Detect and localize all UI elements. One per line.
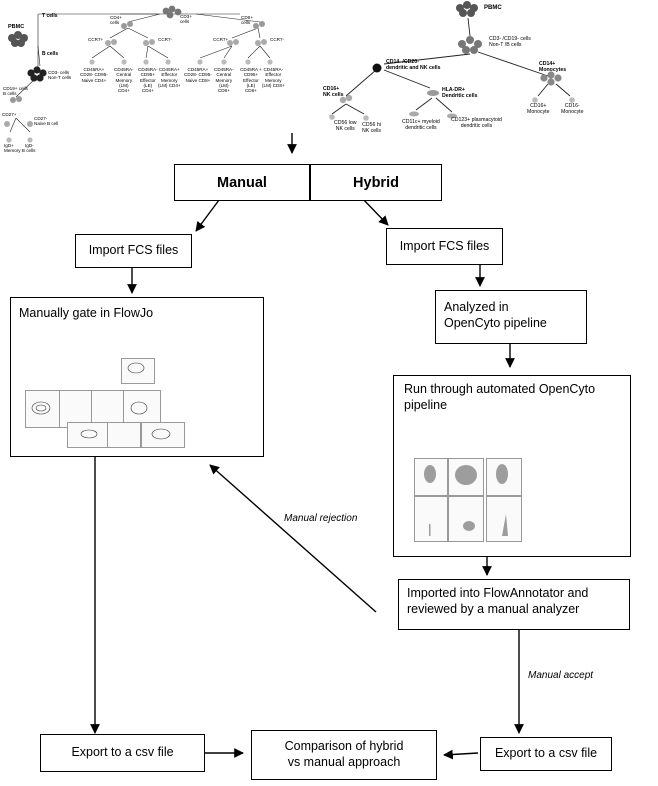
tree-cd4-central: CD45RA- Central Memory (LM) CD4+ xyxy=(114,67,134,94)
import-fcs-right-box: Import FCS files xyxy=(386,228,503,265)
tree-ccr7neg-cd8: CCR7- xyxy=(270,37,285,42)
tree-cd3-non-t: CD3- cells Non-T cells xyxy=(48,70,72,81)
tree-cd4-naive: CD45RA+ CD28- CD95- Naive CD4+ xyxy=(80,67,108,83)
tree-igd-memory: IgD+ Memory B cells xyxy=(4,143,36,154)
tree-right-lines xyxy=(331,17,571,115)
comparison-box: Comparison of hybrid vs manual approach xyxy=(251,730,437,780)
manually-gate-box: Manually gate in FlowJo xyxy=(10,297,264,457)
hybrid-box: Hybrid xyxy=(310,164,442,201)
tree-pbmc-right: PBMC xyxy=(484,5,502,11)
flowjo-plot xyxy=(141,422,185,448)
arrow-export-right-comparison xyxy=(443,749,479,760)
opencyto-plot xyxy=(448,496,484,542)
flowjo-plot xyxy=(91,390,125,428)
opencyto-plot xyxy=(448,458,484,496)
tree-hla-dr: HLA-DR+ Dendritic cells xyxy=(442,87,478,99)
tree-cd8-effmem: CD45RA- Effector Memory (LM) CD8+ xyxy=(262,67,285,88)
tree-pbmc-left: PBMC xyxy=(8,24,25,30)
tree-cd16-nk: CD16+ NK cells xyxy=(323,86,344,98)
import-fcs-left-box: Import FCS files xyxy=(75,234,192,268)
tree-igd-neg: IgD- xyxy=(25,143,34,148)
tree-cd4: CD4+ cells xyxy=(110,15,122,26)
flowjo-plot xyxy=(121,358,155,384)
tree-cd56-hi: CD56 hi NK cells xyxy=(362,122,382,134)
tree-cd8-central: CD45RA- Central Memory (LM) CD8+ xyxy=(214,67,234,94)
tree-cd8-naive: CD45RA+ CD28- CD95- Naive CD8+ xyxy=(184,67,212,83)
tree-cd8: CD8+ cells xyxy=(241,15,253,26)
flowjo-density xyxy=(31,362,171,440)
tree-ccr7neg-cd4: CCR7- xyxy=(158,37,173,42)
export-csv-right-box: Export to a csv file xyxy=(480,737,612,771)
manual-accept-label: Manual accept xyxy=(528,670,594,681)
analyzed-box: Analyzed in OpenCyto pipeline xyxy=(435,290,587,344)
tree-ccr7pos-cd4: CCR7+ xyxy=(88,37,104,42)
tree-cd8-effector: CD45RA + CD95+ Effector (LE) CD8+ xyxy=(240,67,262,94)
tree-cd16-mono-neg: CD16- Monocyte xyxy=(561,103,584,115)
manual-rejection-label: Manual rejection xyxy=(284,513,358,524)
run-through-label: Run through automated OpenCyto pipeline xyxy=(404,382,596,412)
manually-gate-label: Manually gate in FlowJo xyxy=(19,306,154,320)
flowjo-plot xyxy=(123,390,161,428)
cell-clusters xyxy=(4,1,575,143)
tree-cd27pos: CD27+ xyxy=(2,112,17,117)
tree-left-lines xyxy=(9,13,271,133)
imported-into-box: Imported into FlowAnnotator and reviewed… xyxy=(398,579,630,630)
tree-cd4-effmem: CD45RA+ Effector Memory (LM) CD4+ xyxy=(158,67,181,88)
tree-cd123: CD123+ plasmacytoid dendritic cells xyxy=(451,117,502,129)
opencyto-density xyxy=(424,464,508,536)
arrow-manual-import xyxy=(195,195,223,232)
opencyto-plot xyxy=(414,496,448,542)
run-through-box: Run through automated OpenCyto pipeline xyxy=(393,375,631,557)
tree-cd56-low: CD56 low NK cells xyxy=(334,120,357,132)
tree-cd11c: CD11c+ myeloid dendritic cells xyxy=(402,119,440,131)
tree-t-cells: T cells xyxy=(42,13,58,19)
tree-cd3-top: CD3+ cells xyxy=(180,14,192,25)
tree-cd16-mono-pos: CD16+ Monocyte xyxy=(527,103,550,115)
tree-ccr7pos-cd8: CCR7+ xyxy=(213,37,229,42)
tree-cd3-cd19-neg: CD3- /CD19- cells Non-T /B cells xyxy=(489,36,531,48)
arrow-manual-rejection xyxy=(209,464,377,613)
flowjo-plot xyxy=(107,422,141,448)
tree-cd4-effector: CD45RA- CD95+ Effector (LE) CD4+ xyxy=(138,67,158,94)
tree-cd14-mono: CD14+ Monocytes xyxy=(539,61,567,73)
export-csv-left-box: Export to a csv file xyxy=(40,734,205,772)
flowjo-plot xyxy=(67,422,109,448)
tree-cd14-cd20: CD14- /CD20- dendritic and NK cells xyxy=(386,59,441,71)
tree-cd19-b: CD19+ cells B cells xyxy=(3,86,28,97)
tree-b-cells: B cells xyxy=(42,51,59,57)
manual-box: Manual xyxy=(174,164,310,201)
tree-cd27neg: CD27- Naive B cell xyxy=(34,116,59,127)
